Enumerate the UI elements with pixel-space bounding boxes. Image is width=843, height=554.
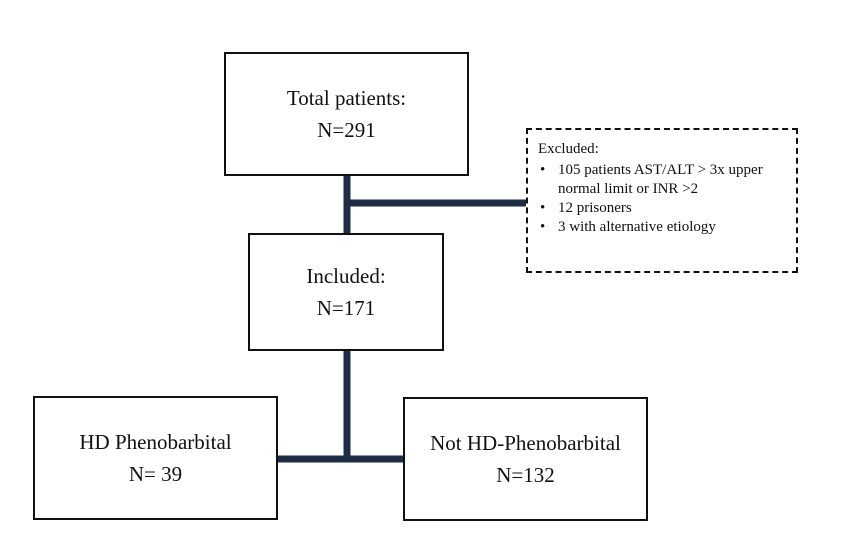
excluded-item: 12 prisoners: [538, 199, 786, 218]
excluded-title: Excluded:: [538, 141, 599, 157]
excluded-item: 3 with alternative etiology: [538, 218, 786, 237]
total-patients-title: Total patients:: [286, 86, 407, 110]
total-patients-count: N=291: [317, 118, 376, 142]
excluded-list: 105 patients AST/ALT > 3x upper normal l…: [538, 161, 786, 237]
included-title: Included:: [306, 264, 386, 288]
not-hd-phenobarbital-count: N=132: [496, 463, 555, 487]
hd-phenobarbital-title: HD Phenobarbital: [79, 430, 232, 454]
included-box: Included: N=171: [248, 233, 444, 351]
total-patients-box: Total patients: N=291: [224, 52, 469, 176]
excluded-box: Excluded: 105 patients AST/ALT > 3x uppe…: [526, 128, 798, 273]
hd-phenobarbital-count: N= 39: [128, 462, 183, 486]
hd-phenobarbital-box: HD Phenobarbital N= 39: [33, 396, 278, 520]
not-hd-phenobarbital-box: Not HD-Phenobarbital N=132: [403, 397, 648, 521]
excluded-item: 105 patients AST/ALT > 3x upper normal l…: [538, 161, 786, 199]
included-count: N=171: [316, 296, 376, 320]
not-hd-phenobarbital-title: Not HD-Phenobarbital: [430, 431, 621, 455]
